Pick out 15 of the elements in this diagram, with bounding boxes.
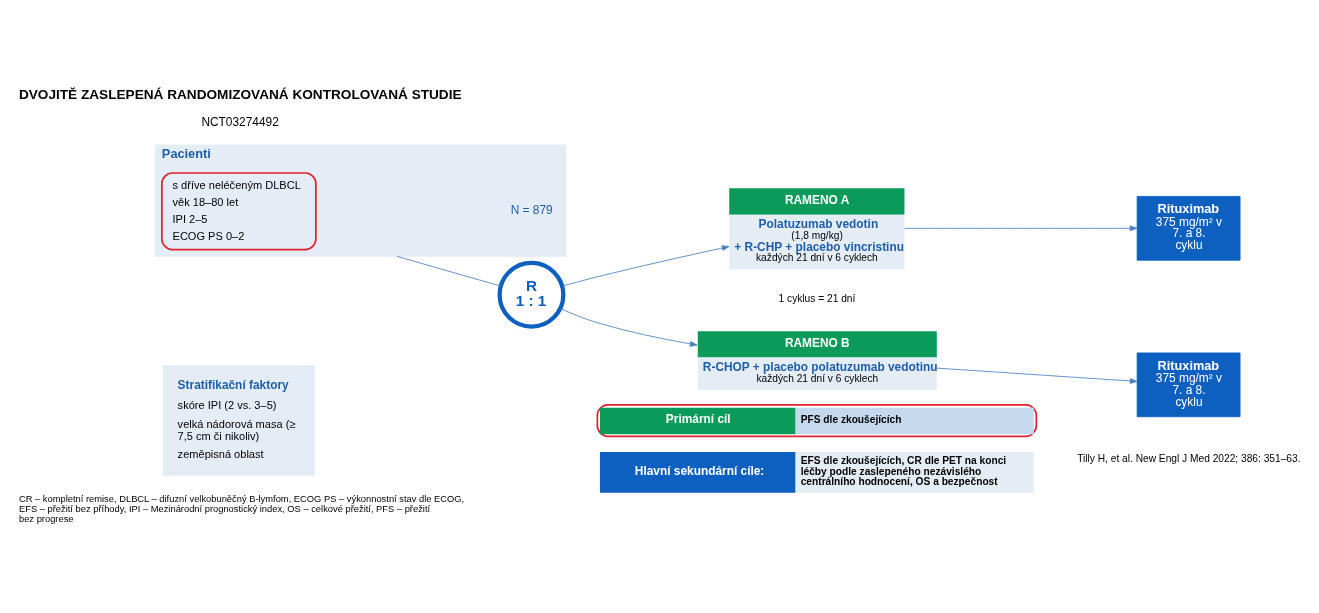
node-circle: R 1 : 1	[497, 260, 566, 329]
label: Tilly H, et al. New Engl J Med 2022; 386: 351–63.	[1077, 452, 1301, 464]
node-box: s dříve neléčeným DLBCL věk 18–80 let IPI 2–5 ECOG PS 0–2	[161, 171, 317, 250]
node-box: Rituximab 375 mg/m² v 7. a 8. cyklu	[1136, 352, 1241, 417]
arrow	[936, 367, 1138, 384]
diagram-title: DVOJITĚ ZASLEPENÁ RANDOMIZOVANÁ KONTROLOVANÁ STUDIE	[18, 86, 462, 102]
arrow	[559, 307, 698, 347]
connector	[396, 255, 501, 286]
caption: CR – kompletní remise, DLBCL – difuzní velkobuněčný B-lymfom, ECOG PS – výkonnostní stav dle ECOG, EFS – přežití bez příhody, IPI – Mezinárodní prognostický index, OS – celkové přežití, PFS – přežití bez progrese	[18, 493, 465, 524]
arrow	[561, 244, 730, 286]
label: NCT03274492	[201, 114, 279, 129]
arrow	[904, 225, 1138, 231]
node-box: Rituximab 375 mg/m² v 7. a 8. cyklu	[1136, 195, 1241, 261]
node-box: Stratifikační faktory skóre IPI (2 vs. 3–5) velká nádorová masa (≥ 7,5 cm či nikoliv) zeměpisná oblast	[162, 364, 315, 476]
label: 1 cyklus = 21 dní	[778, 292, 856, 304]
